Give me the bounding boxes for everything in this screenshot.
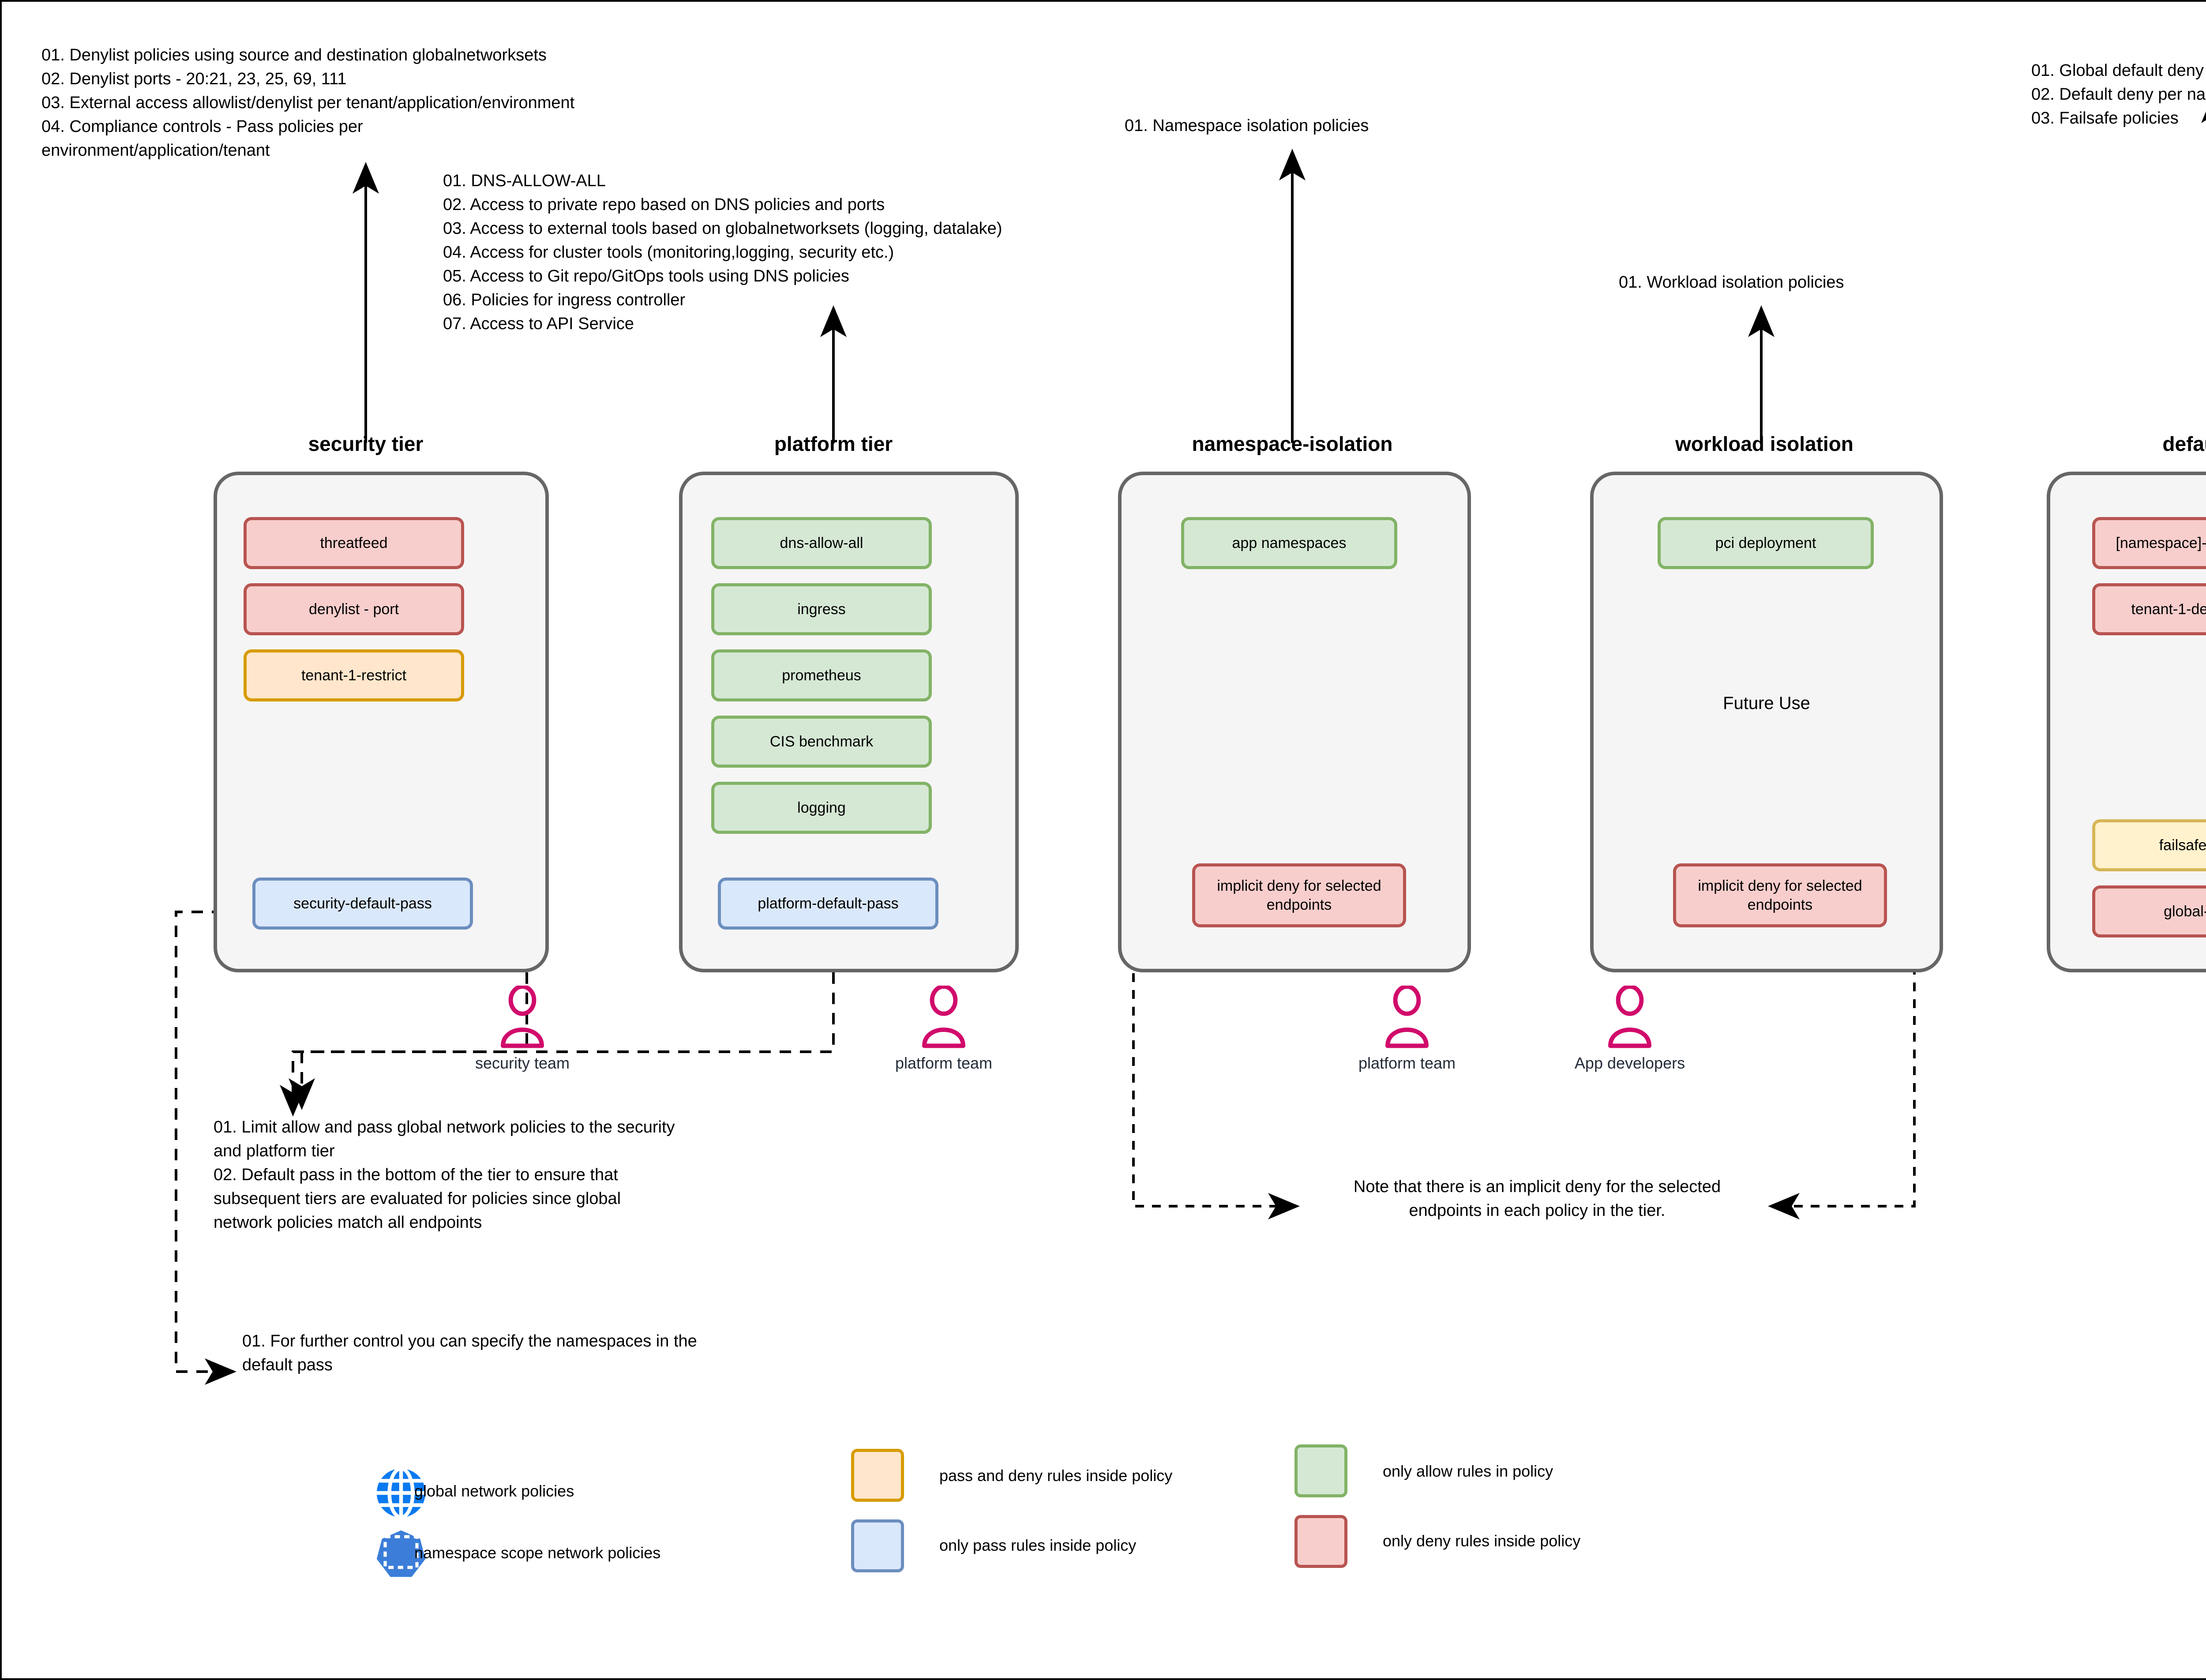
legend-swatch-pass bbox=[851, 1519, 904, 1572]
policy-box[interactable]: global-deny bbox=[2092, 885, 2206, 938]
tier-title-wrap-3: workload isolation bbox=[1590, 432, 1939, 456]
policy-box[interactable]: logging bbox=[711, 782, 932, 834]
actor-icon bbox=[1388, 986, 1426, 1046]
actor-icon bbox=[1610, 986, 1649, 1046]
team-label-platform: platform team bbox=[895, 1054, 993, 1072]
policy-box[interactable]: CIS benchmark bbox=[711, 716, 932, 768]
connector-security-note-left bbox=[289, 972, 528, 1110]
tier-title-security: security tier bbox=[308, 432, 424, 455]
tier-title-workload-isolation: workload isolation bbox=[1675, 432, 1853, 455]
tier-container-namespace-isolation: app namespaces implicit deny for selecte… bbox=[1118, 472, 1471, 972]
actor-icon bbox=[924, 986, 963, 1046]
legend-label-deny: only deny rules inside policy bbox=[1383, 1532, 1581, 1550]
tier-title-default: default tier bbox=[2162, 432, 2206, 455]
policy-box[interactable]: platform-default-pass bbox=[718, 878, 938, 930]
policy-box[interactable]: tenant-1-default-deny bbox=[2092, 583, 2206, 635]
policy-box[interactable]: implicit deny for selected endpoints bbox=[1192, 863, 1406, 927]
legend-label-global: global network policies bbox=[414, 1482, 574, 1500]
implicit-deny-annotation: Note that there is an implicit deny for … bbox=[1353, 1178, 1721, 1220]
future-use-label: Future Use bbox=[1723, 694, 1810, 713]
policy-box[interactable]: ingress bbox=[711, 583, 932, 635]
workload-isolation-annotation: 01. Workload isolation policies bbox=[1619, 273, 1844, 292]
policy-box[interactable]: [namespace]-default-deny bbox=[2092, 517, 2206, 569]
policy-box[interactable]: failsafe-allow bbox=[2092, 819, 2206, 871]
team-label-namespace-isolation: platform team bbox=[1358, 1054, 1456, 1072]
policy-box[interactable]: prometheus bbox=[711, 649, 932, 701]
tier-container-platform: dns-allow-all ingress prometheus CIS ben… bbox=[679, 472, 1019, 972]
tier-title-namespace-isolation: namespace-isolation bbox=[1192, 432, 1393, 455]
default-tier-annotation: 01. Global default deny 02. Default deny… bbox=[2031, 61, 2206, 128]
policy-box[interactable]: denylist - port bbox=[244, 583, 464, 635]
legend-swatch-mixed bbox=[851, 1449, 904, 1502]
team-label-security: security team bbox=[475, 1054, 570, 1072]
legend-swatch-allow bbox=[1294, 1444, 1347, 1497]
namespace-isolation-annotation: 01. Namespace isolation policies bbox=[1125, 116, 1369, 135]
tier-title-wrap-4: default tier bbox=[2047, 432, 2206, 456]
policy-box[interactable]: security-default-pass bbox=[252, 878, 473, 930]
legend-swatch-deny bbox=[1294, 1515, 1347, 1568]
policy-box[interactable]: dns-allow-all bbox=[711, 517, 932, 569]
tier-title-wrap-1: platform tier bbox=[679, 432, 988, 456]
tier-container-workload-isolation: pci deployment Future Use implicit deny … bbox=[1590, 472, 1943, 972]
tier-title-wrap-2: namespace-isolation bbox=[1118, 432, 1467, 456]
policy-box[interactable]: pci deployment bbox=[1658, 517, 1874, 569]
legend-label-mixed: pass and deny rules inside policy bbox=[939, 1466, 1173, 1485]
tier-container-default: [namespace]-default-deny tenant-1-defaul… bbox=[2047, 472, 2206, 972]
further-control-annotation: 01. For further control you can specify … bbox=[242, 1332, 697, 1374]
tier-container-security: threatfeed denylist - port tenant-1-rest… bbox=[214, 472, 549, 972]
policy-box[interactable]: tenant-1-restrict bbox=[244, 649, 464, 701]
tier-title-platform: platform tier bbox=[774, 432, 893, 455]
connector-platform-note-left bbox=[280, 972, 835, 1117]
tier-title-wrap-0: security tier bbox=[214, 432, 518, 456]
bottom-left-annotation: 01. Limit allow and pass global network … bbox=[214, 1118, 675, 1232]
legend-label-pass: only pass rules inside policy bbox=[939, 1536, 1137, 1554]
platform-tier-annotation: 01. DNS-ALLOW-ALL 02. Access to private … bbox=[443, 172, 1002, 333]
legend-label-namespace: namespace scope network policies bbox=[414, 1544, 661, 1562]
actor-icon bbox=[503, 986, 542, 1046]
legend-label-allow: only allow rules in policy bbox=[1383, 1462, 1553, 1480]
policy-box[interactable]: implicit deny for selected endpoints bbox=[1673, 863, 1887, 927]
team-label-workload-isolation: App developers bbox=[1574, 1054, 1685, 1072]
policy-box[interactable]: threatfeed bbox=[244, 517, 464, 569]
security-tier-annotation: 01. Denylist policies using source and d… bbox=[41, 46, 575, 160]
policy-box[interactable]: app namespaces bbox=[1181, 517, 1397, 569]
